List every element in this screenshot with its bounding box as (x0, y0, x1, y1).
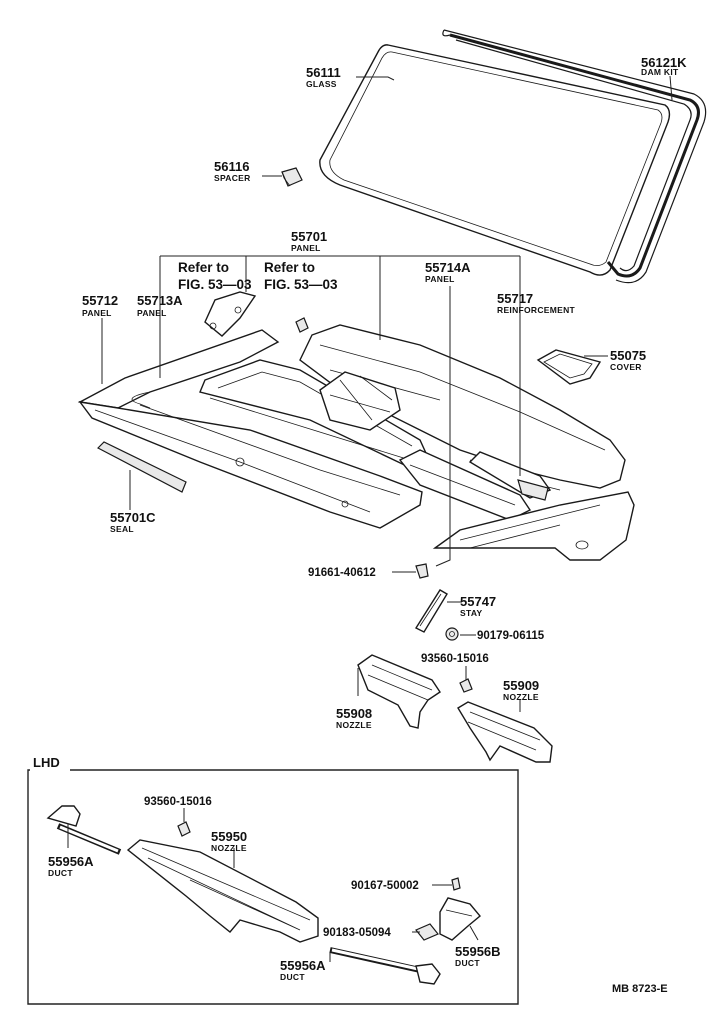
spacer-part (281, 167, 303, 187)
stay-part (414, 589, 448, 633)
label-55956a-1-name: DUCT (48, 868, 73, 878)
nozzle-55909 (457, 701, 553, 763)
leader-lines (67, 75, 673, 962)
clip-90183 (415, 923, 439, 941)
label-55717-name: REINFORCEMENT (497, 305, 576, 315)
label-55956b-name: DUCT (455, 958, 480, 968)
label-55701-name: PANEL (291, 243, 321, 253)
label-55701-num: 55701 (291, 229, 327, 244)
part-labels: 56111 GLASS 56121K DAM KIT 56116 SPACER … (48, 55, 687, 982)
label-55956a-2-name: DUCT (280, 972, 305, 982)
duct-55956b (439, 897, 481, 941)
label-55950-num: 55950 (211, 829, 247, 844)
label-55713a-name: PANEL (137, 308, 167, 318)
duct-55956a-left (46, 805, 122, 855)
seal-part (96, 441, 187, 493)
label-56116-name: SPACER (214, 173, 251, 183)
label-55701c-num: 55701C (110, 510, 156, 525)
label-55717-num: 55717 (497, 291, 533, 306)
label-56111-num: 56111 (306, 65, 341, 80)
duct-55956a-lower (329, 947, 441, 985)
label-93560-15016-a: 93560-15016 (421, 653, 489, 665)
label-55908-num: 55908 (336, 706, 372, 721)
label-56121k-name: DAM KIT (641, 67, 679, 77)
label-55747-name: STAY (460, 608, 482, 618)
label-55908-name: NOZZLE (336, 720, 372, 730)
label-56121k-num: 56121K (641, 55, 687, 70)
label-55714a-num: 55714A (425, 260, 471, 275)
screw-93560-a (459, 678, 473, 693)
label-55747-num: 55747 (460, 594, 496, 609)
label-55956a-1-num: 55956A (48, 854, 94, 869)
label-90179-06115: 90179-06115 (477, 630, 545, 642)
label-91661-40612: 91661-40612 (308, 567, 376, 579)
nozzle-55908 (357, 654, 441, 729)
label-90183-05094: 90183-05094 (323, 927, 391, 939)
windshield-glass (319, 44, 671, 276)
bolt-90167 (451, 877, 461, 891)
ref-note-2-line1: Refer to (264, 260, 315, 275)
cover-part (536, 349, 602, 385)
label-55950-name: NOZZLE (211, 843, 247, 853)
bolt-91661 (415, 563, 429, 579)
figure-code: MB 8723-E (612, 983, 668, 995)
label-55712-name: PANEL (82, 308, 112, 318)
label-55956a-2-num: 55956A (280, 958, 326, 973)
label-55714a-name: PANEL (425, 274, 455, 284)
dam-kit (442, 29, 707, 284)
ref-note-2-line2: FIG. 53—03 (264, 277, 338, 292)
lhd-box (27, 754, 519, 1005)
lhd-label: LHD (33, 755, 60, 770)
screw-93560-b (177, 821, 191, 837)
refer-notes: Refer to FIG. 53—03 Refer to FIG. 53—03 (178, 260, 338, 292)
cowl-panel-assembly (77, 291, 635, 561)
label-90167-50002: 90167-50002 (351, 880, 419, 892)
ref-note-1-line1: Refer to (178, 260, 229, 275)
label-55909-num: 55909 (503, 678, 539, 693)
label-55956b-num: 55956B (455, 944, 501, 959)
nut-90179 (445, 627, 459, 641)
label-55712-num: 55712 (82, 293, 118, 308)
label-56116-num: 56116 (214, 159, 249, 174)
label-55075-name: COVER (610, 362, 642, 372)
nozzle-55950 (126, 839, 319, 943)
ref-note-1-line2: FIG. 53—03 (178, 277, 252, 292)
label-55701c-name: SEAL (110, 524, 134, 534)
label-55075-num: 55075 (610, 348, 646, 363)
label-93560-15016-b: 93560-15016 (144, 796, 212, 808)
bolt-labels: 91661-40612 90179-06115 93560-15016 9356… (144, 567, 545, 939)
label-56111-name: GLASS (306, 79, 337, 89)
label-55713a-num: 55713A (137, 293, 183, 308)
label-55909-name: NOZZLE (503, 692, 539, 702)
